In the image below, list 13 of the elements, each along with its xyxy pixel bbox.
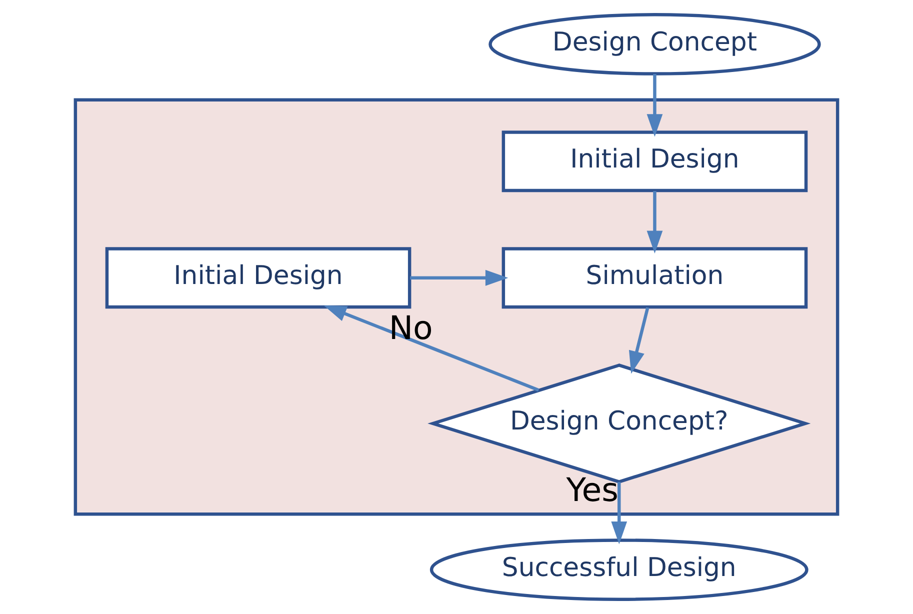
node-ellipse: Successful Design — [430, 538, 808, 601]
node-box: Initial Design — [502, 130, 808, 192]
node-box: Simulation — [502, 247, 808, 309]
edge-label: No — [388, 308, 433, 347]
arrow — [611, 482, 628, 544]
arrow — [324, 305, 540, 392]
arrow — [410, 270, 508, 286]
node-ellipse: Design Concept — [488, 13, 821, 76]
arrow — [646, 74, 663, 137]
cluster — [74, 98, 840, 516]
arrow — [646, 190, 663, 254]
arrow — [628, 307, 650, 374]
node-box: Initial Design — [105, 247, 412, 309]
